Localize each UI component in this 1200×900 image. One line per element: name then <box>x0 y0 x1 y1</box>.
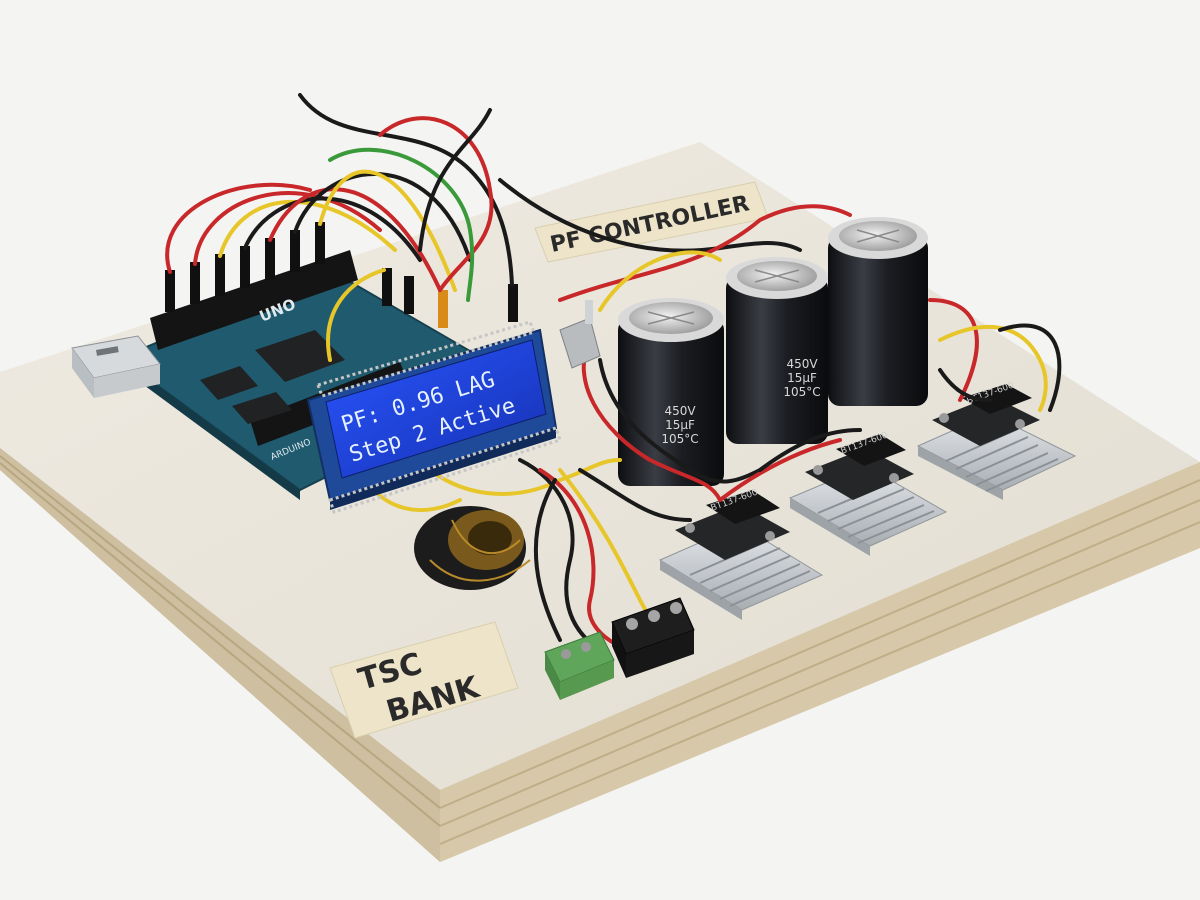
small-chip <box>200 366 258 400</box>
cap1-temp: 105°C <box>661 432 698 446</box>
microcontroller-chip <box>255 330 345 382</box>
triac-bank: BT137-600 BT137-600 BT137-600 <box>658 380 1077 620</box>
wire-bundle-front <box>358 298 1062 652</box>
capacitor-1: 450V 15µF 105°C <box>618 298 724 486</box>
capacitor-3 <box>828 217 928 406</box>
capacitor-2: 450V 15µF 105°C <box>726 257 828 444</box>
regulator-chip <box>232 392 292 424</box>
cap1-voltage: 450V <box>664 404 696 418</box>
jumper-pins <box>165 222 518 328</box>
triac-module-3: BT137-600 <box>916 380 1077 500</box>
cap2-capacitance: 15µF <box>787 371 817 385</box>
wire-bundle-top <box>165 93 852 362</box>
cap1-capacitance: 15µF <box>665 418 695 432</box>
toroid-inductor <box>414 506 531 590</box>
lcd-module: PF: 0.96 LAG Step 2 Active <box>306 320 562 514</box>
triac-module-2: BT137-600 <box>788 430 948 556</box>
capacitor-bank: 450V 15µF 105°C 450V 15µF 105°C <box>618 217 928 486</box>
digital-pin-header <box>150 250 358 350</box>
cap2-voltage: 450V <box>786 357 818 371</box>
terminal-block-green <box>544 631 615 700</box>
usb-port <box>71 335 161 398</box>
terminal-block-black <box>611 597 695 678</box>
potentiometer <box>559 300 601 369</box>
triac-module-1: BT137-600 <box>658 487 824 620</box>
cap2-temp: 105°C <box>783 385 820 399</box>
